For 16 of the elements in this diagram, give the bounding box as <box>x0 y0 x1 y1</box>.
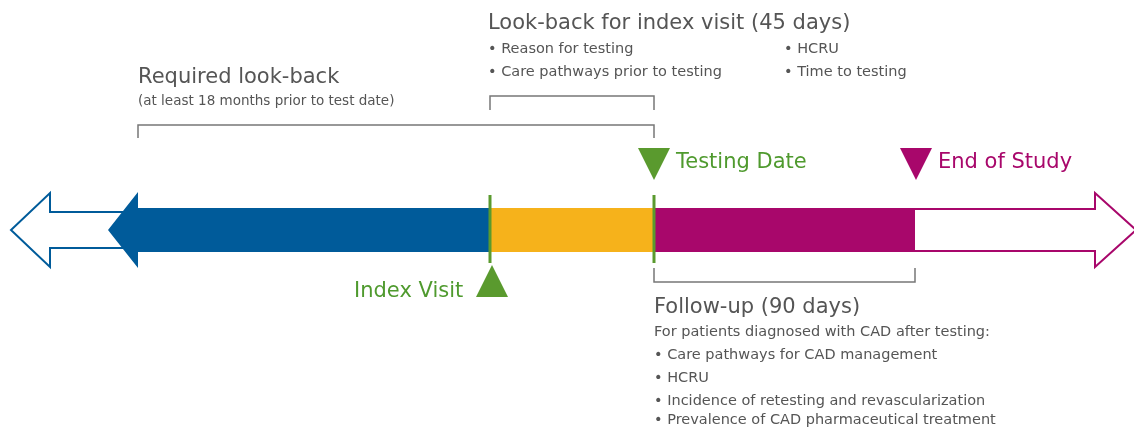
bullet-item: • Reason for testing <box>488 40 634 57</box>
milestone-label: Testing Date <box>676 149 807 174</box>
bullet-item: • Incidence of retesting and revascularization <box>654 392 986 409</box>
heading: Look-back for index visit (45 days) <box>488 10 851 35</box>
subheading: (at least 18 months prior to test date) <box>138 93 395 109</box>
bullet-item: • Time to testing <box>784 63 907 80</box>
bullet-item: • HCRU <box>784 40 839 57</box>
milestone-label: End of Study <box>938 149 1073 174</box>
heading: Required look-back <box>138 64 340 89</box>
bullet-item: • Care pathways for CAD management <box>654 346 938 363</box>
bullet-item: • HCRU <box>654 369 709 386</box>
milestone-label: Index Visit <box>354 278 464 303</box>
heading: Follow-up (90 days) <box>654 294 861 319</box>
bullet-item: • Care pathways prior to testing <box>488 63 722 80</box>
bullet-item: • Prevalence of CAD pharmaceutical treatment <box>654 411 996 428</box>
description: For patients diagnosed with CAD after testing: <box>654 323 990 340</box>
